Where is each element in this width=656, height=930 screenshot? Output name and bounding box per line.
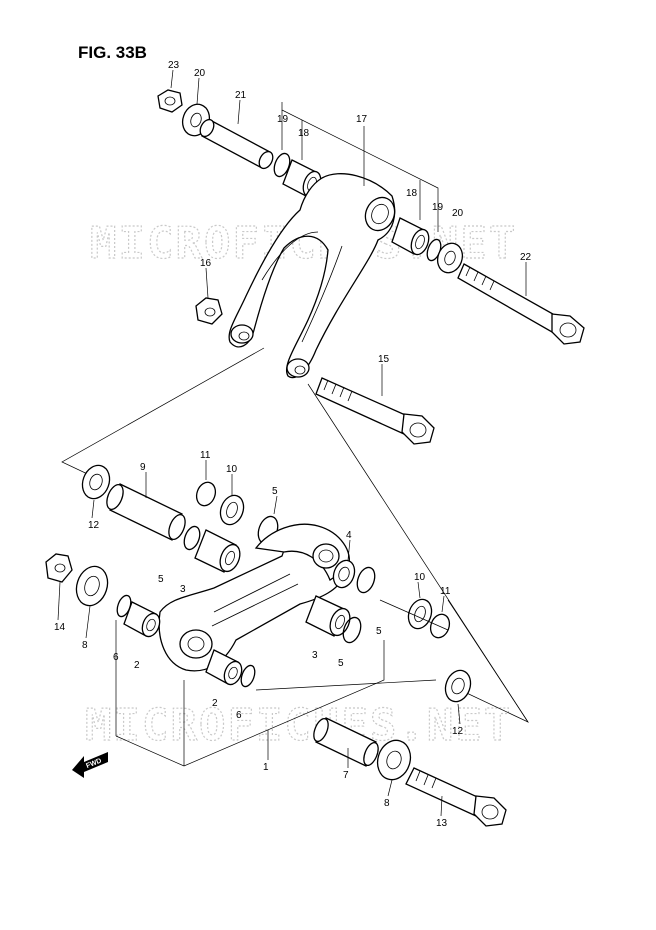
callout-21: 21 (235, 90, 247, 101)
callout-labels: 23 20 21 19 18 17 18 19 20 22 16 15 11 9… (54, 60, 532, 829)
seal-12-right (444, 669, 472, 703)
callout-10-right: 10 (414, 572, 426, 583)
seal-12-left (81, 464, 111, 500)
callout-16: 16 (200, 258, 212, 269)
callout-19-left: 19 (277, 114, 289, 125)
bearing-18-right (391, 217, 430, 256)
callout-20-right: 20 (452, 208, 464, 219)
callout-6-right: 6 (236, 710, 242, 721)
bearing-2-left (123, 601, 161, 638)
nut-14 (45, 553, 73, 583)
bearing-3-lower (305, 595, 351, 637)
spacer-7 (313, 717, 379, 767)
callout-8-left: 8 (82, 640, 88, 651)
washer-20-right (436, 242, 464, 274)
callout-19-right: 19 (432, 202, 444, 213)
callout-5-right-upper: 5 (376, 626, 382, 637)
callout-5-right-lower: 5 (338, 658, 344, 669)
callout-8-right: 8 (384, 798, 390, 809)
nut-16 (195, 297, 223, 325)
link-line-left (61, 347, 265, 479)
callout-6-left: 6 (113, 652, 119, 663)
callout-23: 23 (168, 60, 180, 71)
callout-20-left: 20 (194, 68, 206, 79)
callout-7: 7 (343, 770, 349, 781)
callout-9: 9 (140, 462, 146, 473)
callout-12-right: 12 (452, 726, 464, 737)
callout-18-right: 18 (406, 188, 418, 199)
seal-11-upper (195, 481, 217, 507)
nut-23 (157, 89, 183, 113)
bolt-13 (405, 767, 507, 827)
lower-assembly (45, 464, 507, 827)
upper-assembly (157, 89, 585, 445)
figure-title: FIG. 33B (78, 43, 147, 62)
washer-8-left (75, 565, 109, 607)
callout-18-left: 18 (298, 128, 310, 139)
callout-5-left: 5 (158, 574, 164, 585)
circlip-6-right (240, 664, 256, 688)
bolt-22 (457, 263, 585, 345)
collar-10-upper (219, 494, 245, 526)
fwd-label: FWD (85, 757, 102, 769)
callout-4: 4 (346, 530, 352, 541)
callout-11-right: 11 (440, 586, 451, 597)
callout-3-upper: 3 (180, 584, 186, 595)
spacer-9 (106, 483, 186, 541)
callout-13: 13 (436, 818, 448, 829)
bearing-2-right (205, 649, 243, 686)
callout-3-lower: 3 (312, 650, 318, 661)
cushion-rod-17 (228, 173, 396, 379)
callout-15: 15 (378, 354, 390, 365)
callout-5-upper: 5 (272, 486, 278, 497)
callout-12-left: 12 (88, 520, 100, 531)
callout-17: 17 (356, 114, 368, 125)
callout-2-right: 2 (212, 698, 218, 709)
fwd-arrow: FWD (72, 752, 108, 778)
callout-leaders (57, 69, 527, 817)
circlip-5-left (183, 525, 201, 551)
watermark-bottom: MICROFICHES.NET (85, 700, 512, 751)
spacer-21 (199, 118, 274, 170)
callout-1: 1 (263, 762, 269, 773)
callout-22: 22 (520, 252, 532, 263)
washer-8-right (376, 739, 412, 781)
bolt-15 (315, 377, 435, 445)
bearing-3-upper (194, 529, 241, 573)
collar-4 (332, 559, 356, 589)
circlip-5-right-lower (342, 616, 362, 644)
callout-14: 14 (54, 622, 66, 633)
callout-10-upper: 10 (226, 464, 238, 475)
circlip-5-right-upper (356, 566, 376, 594)
link-line-right2 (447, 599, 529, 723)
callout-11-upper: 11 (200, 450, 211, 461)
callout-2-left: 2 (134, 660, 140, 671)
collar-10-right (407, 598, 433, 630)
